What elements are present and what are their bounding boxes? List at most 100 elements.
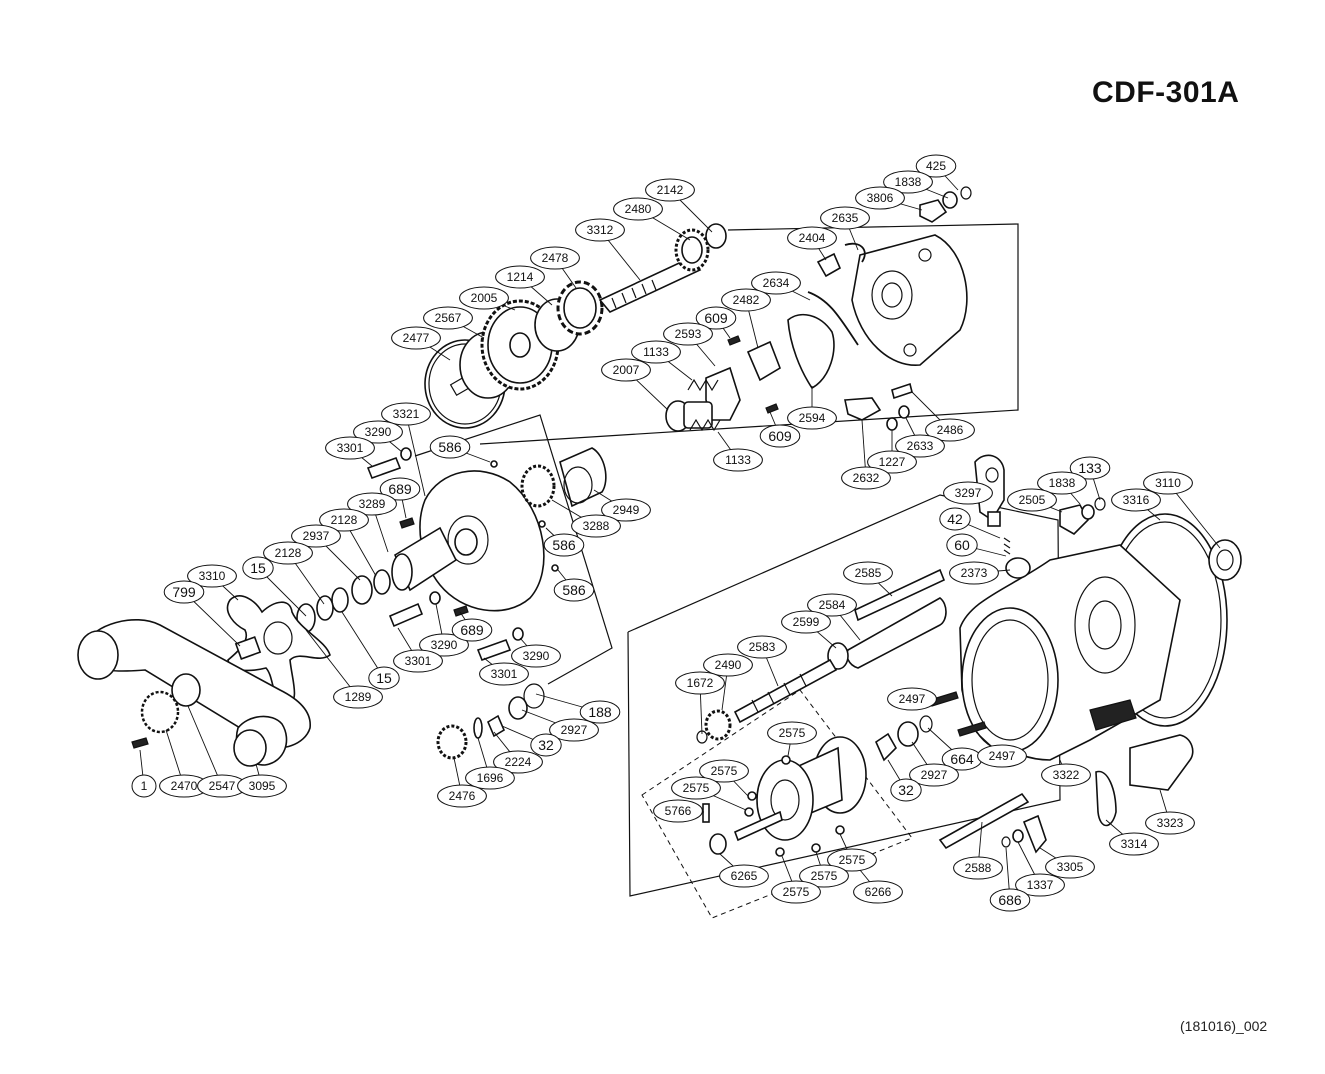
callout-686: 686 bbox=[989, 888, 1031, 912]
callout-text: 2634 bbox=[763, 276, 790, 290]
callout-text: 3312 bbox=[587, 223, 614, 237]
callout-3288: 3288 bbox=[571, 514, 621, 538]
callout-2007: 2007 bbox=[601, 358, 651, 382]
callout-6265: 6265 bbox=[719, 864, 769, 888]
callout-text: 2599 bbox=[793, 615, 820, 629]
callout-2584: 2584 bbox=[807, 593, 857, 617]
callout-1214: 1214 bbox=[495, 265, 545, 289]
callout-text: 2575 bbox=[779, 726, 806, 740]
callout-2547: 2547 bbox=[197, 774, 247, 798]
callout-text: 2490 bbox=[715, 658, 742, 672]
callout-2927: 2927 bbox=[909, 763, 959, 787]
callout-3305: 3305 bbox=[1045, 855, 1095, 879]
callout-text: 609 bbox=[768, 428, 792, 444]
callout-2482: 2482 bbox=[721, 288, 771, 312]
callout-3806: 3806 bbox=[855, 186, 905, 210]
callout-2224: 2224 bbox=[493, 750, 543, 774]
callout-text: 2476 bbox=[449, 789, 476, 803]
callout-2476: 2476 bbox=[437, 784, 487, 808]
callout-text: 3322 bbox=[1053, 768, 1080, 782]
callout-text: 2128 bbox=[275, 546, 302, 560]
callout-text: 2927 bbox=[561, 723, 588, 737]
callout-2575: 2575 bbox=[671, 776, 721, 800]
callout-text: 2142 bbox=[657, 183, 684, 197]
callout-text: 3323 bbox=[1157, 816, 1184, 830]
callout-text: 3297 bbox=[955, 486, 982, 500]
document-code: (181016)_002 bbox=[1180, 1018, 1268, 1034]
callout-2633: 2633 bbox=[895, 434, 945, 458]
callout-3290: 3290 bbox=[511, 644, 561, 668]
callout-586: 586 bbox=[553, 578, 595, 602]
callout-text: 1289 bbox=[345, 690, 372, 704]
callout-text: 188 bbox=[588, 704, 612, 720]
callout-1289: 1289 bbox=[333, 685, 383, 709]
callout-text: 42 bbox=[947, 511, 963, 527]
callout-689: 689 bbox=[451, 618, 493, 642]
part-drive-shaft bbox=[598, 257, 702, 313]
callout-text: 1337 bbox=[1027, 878, 1054, 892]
callout-1: 1 bbox=[131, 774, 157, 798]
callout-2497: 2497 bbox=[977, 744, 1027, 768]
callout-2635: 2635 bbox=[820, 206, 870, 230]
callout-3110: 3110 bbox=[1143, 471, 1193, 495]
spool-assembly bbox=[702, 736, 867, 857]
callout-text: 2593 bbox=[675, 327, 702, 341]
callout-text: 799 bbox=[172, 584, 196, 600]
part-bearing-6265 bbox=[709, 833, 727, 855]
callout-text: 3095 bbox=[249, 779, 276, 793]
callout-text: 2007 bbox=[613, 363, 640, 377]
callout-text: 1838 bbox=[895, 175, 922, 189]
callout-text: 2480 bbox=[625, 202, 652, 216]
callout-text: 3321 bbox=[393, 407, 420, 421]
callout-text: 2583 bbox=[749, 640, 776, 654]
callout-2373: 2373 bbox=[949, 561, 999, 585]
callout-2949: 2949 bbox=[601, 498, 651, 522]
callout-text: 609 bbox=[704, 310, 728, 326]
callout-text: 1214 bbox=[507, 270, 534, 284]
part-bush-2599 bbox=[827, 642, 849, 670]
callout-2575: 2575 bbox=[699, 759, 749, 783]
callout-3310: 3310 bbox=[187, 564, 237, 588]
callout-2505: 2505 bbox=[1007, 488, 1057, 512]
callout-text: 1672 bbox=[687, 676, 714, 690]
callout-text: 3289 bbox=[359, 497, 386, 511]
callout-1838: 1838 bbox=[1037, 471, 1087, 495]
callout-text: 2224 bbox=[505, 755, 532, 769]
callout-2128: 2128 bbox=[319, 508, 369, 532]
callout-2937: 2937 bbox=[291, 524, 341, 548]
callout-609: 609 bbox=[695, 306, 737, 330]
callout-text: 689 bbox=[388, 481, 412, 497]
callout-1337: 1337 bbox=[1015, 873, 1065, 897]
callout-text: 15 bbox=[376, 670, 392, 686]
callout-1133: 1133 bbox=[631, 340, 681, 364]
callout-2585: 2585 bbox=[843, 561, 893, 585]
callout-2634: 2634 bbox=[751, 271, 801, 295]
callout-188: 188 bbox=[579, 700, 621, 724]
callout-text: 3301 bbox=[491, 667, 518, 681]
callout-2478: 2478 bbox=[530, 246, 580, 270]
callout-32: 32 bbox=[530, 733, 562, 757]
callout-text: 2635 bbox=[832, 211, 859, 225]
main-frame bbox=[874, 454, 1242, 854]
callout-text: 2497 bbox=[899, 692, 926, 706]
callout-text: 3316 bbox=[1123, 493, 1150, 507]
callout-425: 425 bbox=[915, 154, 957, 178]
part-pin-5766 bbox=[702, 803, 710, 823]
callout-text: 3310 bbox=[199, 569, 226, 583]
callout-text: 1133 bbox=[725, 453, 751, 467]
callout-text: 586 bbox=[438, 439, 462, 455]
callout-2927: 2927 bbox=[549, 718, 599, 742]
callout-text: 2505 bbox=[1019, 493, 1046, 507]
callout-text: 2584 bbox=[819, 598, 846, 612]
callout-text: 2594 bbox=[799, 411, 826, 425]
callout-2486: 2486 bbox=[925, 418, 975, 442]
frame-spool-group bbox=[641, 689, 913, 919]
knob-parts bbox=[436, 683, 545, 760]
callout-2470: 2470 bbox=[159, 774, 209, 798]
callout-text: 2477 bbox=[403, 331, 430, 345]
callout-3301: 3301 bbox=[325, 436, 375, 460]
callout-2477: 2477 bbox=[391, 326, 441, 350]
callout-2599: 2599 bbox=[781, 610, 831, 634]
callout-text: 2575 bbox=[683, 781, 710, 795]
